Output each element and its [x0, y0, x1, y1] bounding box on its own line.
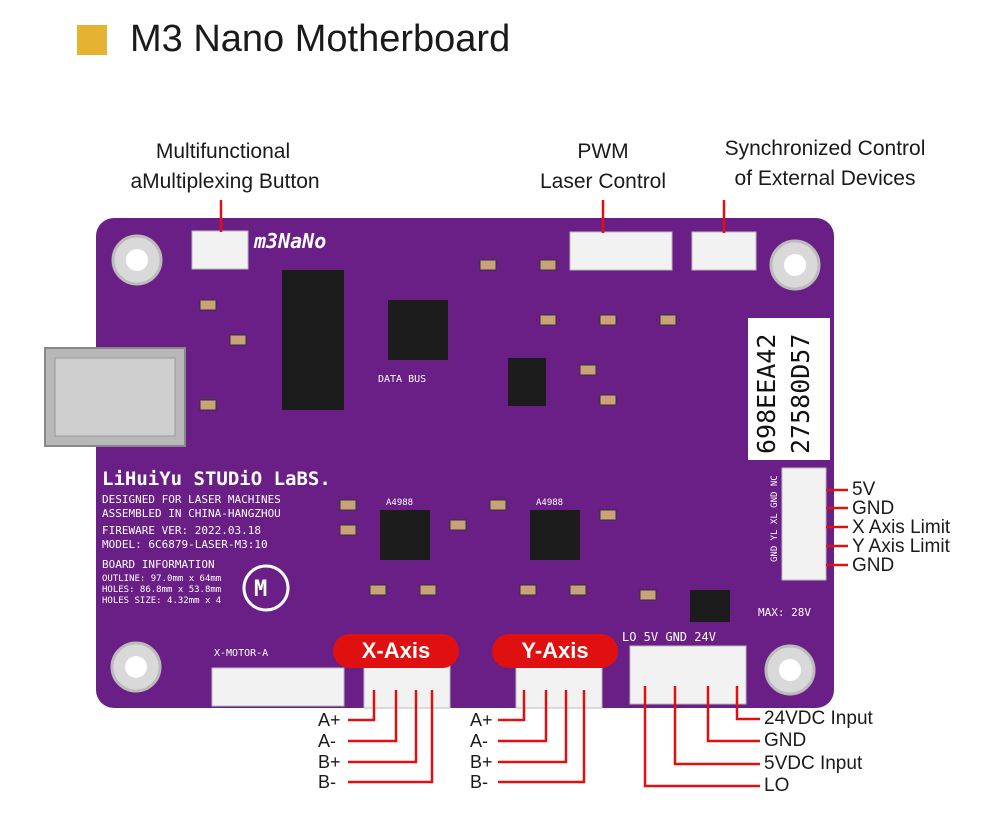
- x-driver-label: A4988: [386, 498, 414, 508]
- passive-components: [199, 259, 677, 601]
- x-motor-connector: [363, 663, 451, 709]
- pwm-connector: [569, 231, 673, 271]
- mcu-chip: [388, 300, 448, 360]
- brand-text: LiHuiYu STUDiO LaBS.: [102, 468, 331, 490]
- pwm-callout-line2: Laser Control: [539, 170, 667, 193]
- pwm-callout-line1: PWM: [577, 140, 629, 163]
- sync-callout-line1: Synchronized Control: [724, 137, 926, 160]
- mounting-holes: [110, 234, 821, 696]
- y-pin-a-minus: A-: [470, 731, 488, 751]
- y-pin-b-minus: B-: [470, 772, 488, 792]
- power-pin-gnd: GND: [764, 730, 807, 751]
- assembled-text: ASSEMBLED IN CHINA-HANGZHOU: [102, 507, 281, 520]
- power-pin-lo: LO: [764, 775, 790, 796]
- board-logo-text: m3NaNo: [254, 229, 327, 253]
- m3-logo: [242, 564, 290, 612]
- x-pin-a-plus: A+: [318, 710, 341, 730]
- power-pin-5v: 5VDC Input: [764, 753, 863, 774]
- serial-line1: 698EEA42: [752, 333, 781, 454]
- leader-lines: [219, 200, 848, 788]
- sync-connector: [691, 231, 757, 271]
- power-header-label: LO 5V GND 24V: [622, 630, 716, 644]
- y-driver-chip: [530, 510, 580, 560]
- button-callout-line1: Multifunctional: [155, 140, 291, 163]
- hole-size-text: HOLES SIZE: 4.32mm x 4: [102, 596, 222, 606]
- page-title: M3 Nano Motherboard: [130, 18, 511, 60]
- power-connector: [629, 645, 747, 705]
- pwm-callout: PWM Laser Control: [528, 137, 678, 197]
- usb-chip: [282, 270, 344, 410]
- limit-pin-x-axis: X Axis Limit: [852, 517, 951, 538]
- serial-sticker: 698EEA42 27580D57: [748, 318, 830, 460]
- y-pin-b-plus: B+: [470, 752, 493, 772]
- y-motor-connector: [515, 663, 603, 709]
- button-callout-2: aMultiplexing Button: [112, 167, 338, 197]
- designed-for-text: DESIGNED FOR LASER MACHINES: [102, 493, 281, 506]
- button-connector: [191, 230, 249, 270]
- y-driver-label: A4988: [536, 498, 564, 508]
- title-bullet: [77, 25, 107, 55]
- ribbon-connector: [211, 667, 345, 707]
- logic-chip: [508, 358, 546, 406]
- x-pin-b-plus: B+: [318, 752, 341, 772]
- x-driver-chip: [380, 510, 430, 560]
- limit-pin-gnd-2: GND: [852, 555, 895, 576]
- svg-text:M: M: [254, 577, 267, 602]
- model-text: MODEL: 6C6879-LASER-M3:10: [102, 538, 268, 551]
- limit-pin-gnd-1: GND: [852, 498, 895, 519]
- pcb-board: [96, 218, 834, 708]
- max-voltage-label: MAX: 28V: [758, 606, 811, 619]
- outline-text: OUTLINE: 97.0mm x 64mm: [102, 574, 222, 584]
- button-callout-line2: aMultiplexing Button: [130, 170, 320, 193]
- holes-text: HOLES: 86.8mm x 53.8mm: [102, 585, 222, 595]
- limit-header-label: GND YL XL GND NC: [770, 475, 780, 562]
- limit-connector: [781, 467, 827, 581]
- x-axis-label: X-Axis: [333, 634, 459, 668]
- motor-label: X-MOTOR-A: [214, 648, 269, 659]
- limit-pin-y-axis: Y Axis Limit: [852, 536, 950, 557]
- power-pin-24v: 24VDC Input: [764, 708, 873, 729]
- mosfet: [690, 590, 730, 622]
- serial-line2: 27580D57: [786, 333, 815, 454]
- y-pin-a-plus: A+: [470, 710, 493, 730]
- x-pin-b-minus: B-: [318, 772, 336, 792]
- board-info-text: BOARD INFORMATION: [102, 558, 215, 571]
- y-axis-label: Y-Axis: [492, 634, 618, 668]
- sync-callout-line2: of External Devices: [734, 167, 916, 190]
- fireware-text: FIREWARE VER: 2022.03.18: [102, 524, 261, 537]
- button-callout: Multifunctional: [138, 137, 308, 167]
- x-pin-a-minus: A-: [318, 731, 336, 751]
- sync-callout: Synchronized Control of External Devices: [700, 134, 950, 194]
- limit-pin-5v: 5V: [852, 479, 876, 500]
- data-bus-label: DATA BUS: [378, 374, 427, 385]
